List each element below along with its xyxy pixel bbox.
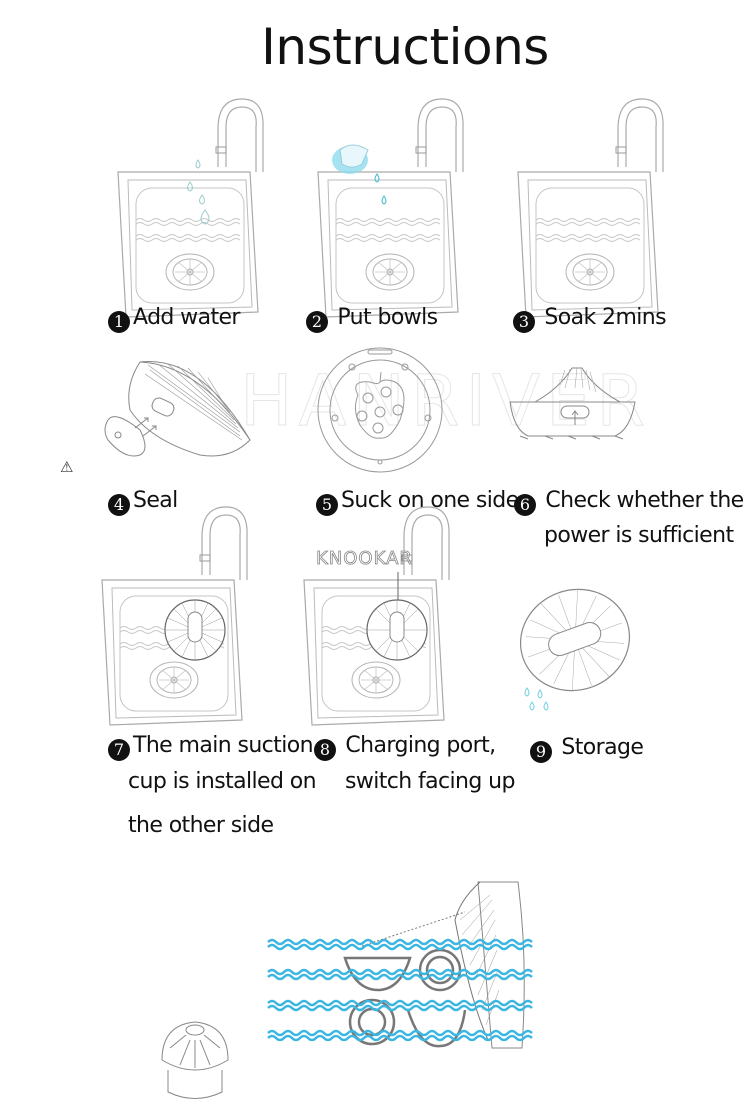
- step-number-badge: 1: [108, 311, 130, 333]
- device-illustrations-row-3: [101, 506, 631, 726]
- sink-illustration-1: [117, 98, 664, 318]
- device-in-water-illustration: [161, 881, 534, 1099]
- step-8-text-line-1: Charging port,: [345, 733, 496, 758]
- step-number-badge: 7: [108, 739, 130, 761]
- page-title: Instructions: [261, 18, 549, 76]
- step-5-text: Suck on one side: [341, 488, 519, 513]
- step-3-caption: 3 Soak 2mins: [513, 300, 667, 336]
- step-7-caption-line-2: cup is installed on: [128, 769, 317, 794]
- step-number-badge: 8: [314, 739, 336, 761]
- step-2-text: Put bowls: [337, 305, 438, 330]
- step-7-caption-line-3: the other side: [128, 813, 274, 838]
- step-8-caption-line-2: switch facing up: [345, 769, 515, 794]
- watermark-text: HANRIVER: [240, 360, 651, 443]
- step-number-badge: 5: [316, 494, 338, 516]
- brand-label: KNOOKAR: [316, 548, 413, 570]
- step-6-caption-line-2: power is sufficient: [544, 523, 734, 548]
- step-6-caption: 6 Check whether the: [514, 483, 744, 519]
- step-7-text-line-1: The main suction: [133, 733, 314, 758]
- device-illustrations-row-2: [104, 347, 636, 473]
- step-1-text: Add water: [133, 305, 240, 330]
- step-9-caption: 9 Storage: [530, 730, 644, 766]
- step-number-badge: 3: [513, 311, 535, 333]
- step-number-badge: 4: [108, 494, 130, 516]
- step-number-badge: 2: [306, 311, 328, 333]
- step-number-badge: 6: [514, 494, 536, 516]
- step-3-text: Soak 2mins: [544, 305, 666, 330]
- step-9-text: Storage: [561, 735, 644, 760]
- step-2-caption: 2 Put bowls: [306, 300, 438, 336]
- step-4-text: Seal: [133, 488, 178, 513]
- warning-icon: ⚠: [60, 459, 74, 476]
- step-number-badge: 9: [530, 741, 552, 763]
- step-8-caption: 8 Charging port,: [314, 728, 496, 764]
- step-6-text-line-1: Check whether the: [545, 488, 744, 513]
